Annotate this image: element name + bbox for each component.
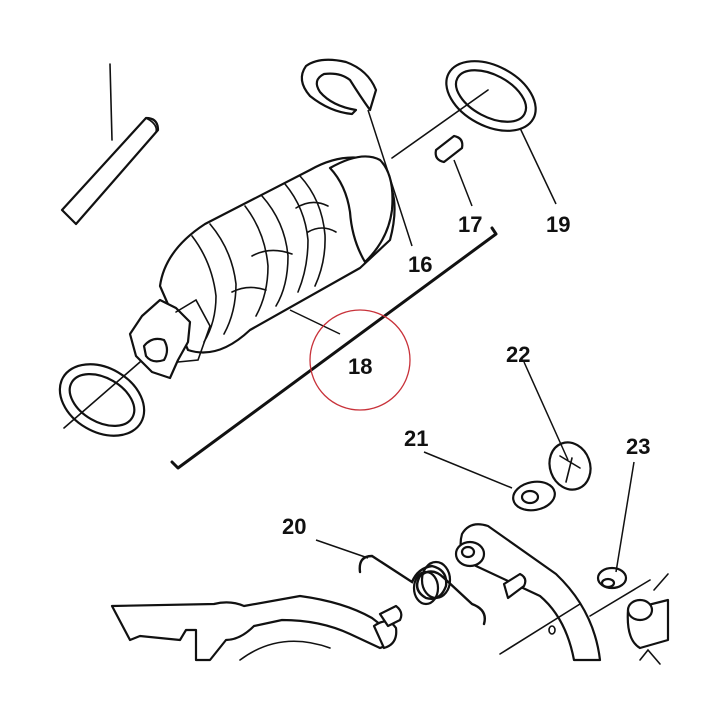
shaft-rod bbox=[60, 116, 160, 226]
axis-line-lower bbox=[63, 361, 141, 429]
assembly-bracket bbox=[170, 226, 498, 470]
callout-19: 19 bbox=[546, 212, 570, 237]
leader-23 bbox=[615, 461, 635, 573]
torsion-spring bbox=[358, 554, 486, 626]
axis-line bbox=[391, 89, 489, 159]
lock-washer bbox=[548, 441, 592, 491]
callout-22: 22 bbox=[506, 342, 530, 367]
flat-washer bbox=[512, 480, 556, 512]
leader-19 bbox=[519, 127, 557, 205]
selector-drum bbox=[128, 155, 396, 380]
highlight-circle bbox=[309, 309, 411, 411]
dowel-pin bbox=[434, 134, 464, 164]
leader-16 bbox=[367, 109, 413, 247]
shift-lever bbox=[454, 523, 651, 662]
callout-17: 17 bbox=[458, 212, 482, 237]
bushing bbox=[596, 566, 628, 590]
leader-22 bbox=[523, 361, 569, 461]
callout-20: 20 bbox=[282, 514, 306, 539]
callout-18: 18 bbox=[348, 354, 372, 379]
leader-21 bbox=[423, 451, 513, 489]
circlip bbox=[300, 58, 378, 116]
callout-23: 23 bbox=[626, 434, 650, 459]
right-pin bbox=[626, 573, 670, 665]
leader-18 bbox=[289, 309, 341, 335]
callout-21: 21 bbox=[404, 426, 428, 451]
leader-20 bbox=[315, 539, 369, 559]
leader-17 bbox=[453, 159, 473, 207]
callout-16: 16 bbox=[408, 252, 432, 277]
washer-ring-upper bbox=[445, 60, 537, 132]
lower-frame bbox=[110, 594, 403, 662]
frame-line bbox=[109, 63, 113, 141]
washer-ring-lower bbox=[58, 363, 146, 437]
